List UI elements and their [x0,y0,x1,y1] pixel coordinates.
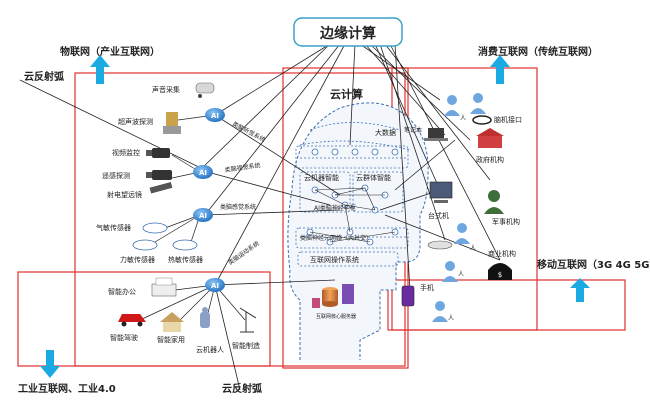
person-icon-2 [470,93,486,114]
house-icon [160,312,184,332]
phone-icon [401,285,415,307]
radio-telescope-label: 射电望远镜 [107,190,142,199]
video-monitor-label: 视频监控 [112,148,140,157]
business-label: 商业机构 [488,249,516,258]
desktop-icon [429,181,453,203]
sound-capture-label: 声音采集 [152,85,180,94]
hearing-system-label: 类脑听觉系统 [231,120,267,144]
car-icon [118,314,146,327]
brain-nodes [306,148,399,246]
person-icon-1 [444,95,460,116]
ai-node-motor: AI [205,278,225,292]
sensory-system-label: 类脑感觉系统 [220,203,256,211]
person-icon-3 [454,223,470,244]
industrial-internet-title: 工业互联网、工业4.0 [18,382,116,395]
svg-text:$: $ [498,271,502,279]
telescope-device [149,181,173,194]
edge-computing-box: 边缘计算 [293,17,403,47]
reflex-arc-top-label: 云反射弧 [24,70,64,83]
ai-nodes: AI AI AI AI [193,108,225,292]
edge-links [19,43,501,391]
ai-node-visual: AI [193,165,213,179]
brain-lattice [295,122,411,267]
phone-label: 手机 [420,283,434,292]
force-sensor-icon [132,239,158,251]
iot-network-title: 物联网（产业互联网） [60,45,160,58]
gov-label: 政府机构 [476,155,504,164]
person-label-3: 人 [470,245,476,252]
mobile-internet-title: 移动互联网（3G 4G 5G） [537,258,650,271]
notebook-label: 笔记本 [404,126,422,134]
sound-capture-device [195,82,215,98]
gov-building-icon [476,128,504,148]
remote-detect-label: 遥感探测 [102,171,130,180]
mobile-up-arrow [570,278,590,302]
visual-system-label: 类脑视觉系统 [224,161,261,174]
ai-brain-center-label: AI类脑神经中枢 [314,204,356,212]
internet-os-label: 互联网操作系统 [310,255,359,264]
oil-pump-icon [239,307,257,333]
smart-home-label: 智能家用 [157,335,185,344]
iot-up-arrow [90,55,110,84]
cyan-arrows [40,55,590,378]
military-icon [484,190,504,214]
ai-node-sensory: AI [193,208,213,222]
brain-links [309,187,396,243]
cloud-robot-intel-label: 云机器智能 [304,173,339,182]
svg-text:AI: AI [211,282,219,290]
desktop-label: 台式机 [428,211,449,220]
edge-computing-label: 边缘计算 [319,25,376,42]
smart-drive-label: 智能驾驶 [110,333,138,342]
heat-sensor-icon [172,239,198,251]
heat-sensor-label: 热敏传感器 [168,255,203,264]
force-sensor-label: 力敏传感器 [120,255,155,264]
person-label-4: 人 [458,271,464,278]
notebook-icon [424,128,448,141]
big-data-label: 大数据 [375,128,396,137]
svg-text:AI: AI [211,112,219,120]
cloud-robot-label: 云机器人 [196,345,224,354]
reflex-arc-bottom-label: 云反射弧 [222,382,262,395]
gas-sensor-label: 气敏传感器 [96,223,131,232]
printer-icon [151,277,177,297]
core-server-icon [312,284,354,308]
smart-office-label: 智能办公 [108,287,136,296]
person-icon-5 [432,301,448,322]
ai-node-hearing: AI [205,108,225,122]
cloud-computing-title: 云计算 [330,87,363,101]
video-camera-device [146,148,170,158]
core-server-label: 互联网核心服务器 [316,313,356,320]
motor-system-label: 类脑运动系统 [227,239,261,266]
military-label: 军事机构 [492,217,520,226]
business-bag-icon: $ [488,263,512,280]
router-icon [427,240,453,250]
bci-ring-icon [472,115,492,125]
remote-sensing-device [146,170,172,180]
ultrasonic-probe-device [163,112,181,134]
ultrasonic-probe-label: 超声波探测 [118,117,153,126]
person-icon-4 [442,261,458,282]
industrial-frame [17,271,271,367]
robot-icon [200,307,210,328]
smart-manufacture-label: 智能制造 [232,341,260,350]
svg-text:AI: AI [199,169,207,177]
brain-neuron-net-label: 类脑神经元网络（大社交） [300,234,372,242]
cloud-swarm-intel-label: 云群体智能 [356,173,391,182]
person-label-1: 人 [460,115,466,122]
person-label-5: 人 [448,315,454,322]
consumer-internet-title: 消费互联网（传统互联网） [478,45,598,58]
svg-text:AI: AI [199,212,207,220]
bci-label: 脑机接口 [494,115,522,124]
consumer-up-arrow [490,55,510,84]
industrial-down-arrow [40,350,60,378]
gas-sensor-icon [142,222,168,234]
